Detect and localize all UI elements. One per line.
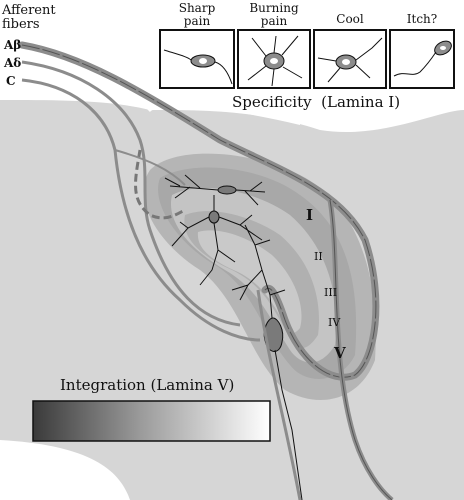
lamina-label-iii: III (324, 286, 337, 299)
specificity-label: Specificity (Lamina I) (232, 93, 400, 111)
integration-label: Integration (Lamina V) (60, 376, 234, 394)
a-delta-fiber (21, 60, 241, 327)
burning-pain-label-1: Burning (249, 1, 299, 15)
ascending-axon (256, 289, 302, 500)
lamina-ii-interneuron (171, 195, 263, 286)
lamina-label-v: V (333, 344, 346, 362)
cord-surface (0, 30, 300, 125)
cool-panel (313, 29, 387, 89)
sharp-pain-panel (159, 29, 235, 89)
a-delta-dashed-branch (134, 149, 186, 220)
lamina-band-4 (197, 230, 302, 334)
lamina-label-i: I (306, 206, 313, 224)
cool-label: Cool (336, 12, 364, 26)
itch-label: Itch? (407, 12, 437, 26)
sharp-pain-label-1: Sharp (179, 1, 216, 15)
fiber-label-a-beta: Aβ (3, 38, 21, 52)
fiber-label-a-delta: Aδ (3, 56, 21, 70)
lamina-i-neuron (164, 174, 266, 206)
a-beta-fiber-nodes (21, 44, 377, 378)
burning-pain-label-2: pain (261, 14, 288, 28)
integration-gradient-bar (32, 400, 271, 442)
fiber-label-c: C (6, 74, 16, 88)
lamina-v-neuron (231, 224, 303, 500)
c-fiber-branch (114, 149, 186, 186)
afferent-title-line2: fibers (2, 17, 40, 32)
itch-panel (389, 29, 455, 89)
lamina-label-ii: II (314, 250, 323, 263)
lamina-label-iv: IV (328, 316, 341, 329)
a-beta-descending-edge (329, 199, 393, 500)
afferent-title-line1: Afferent (1, 3, 56, 18)
c-fiber (21, 78, 261, 342)
sharp-pain-label-2: pain (184, 14, 211, 28)
burning-pain-panel (237, 29, 311, 89)
